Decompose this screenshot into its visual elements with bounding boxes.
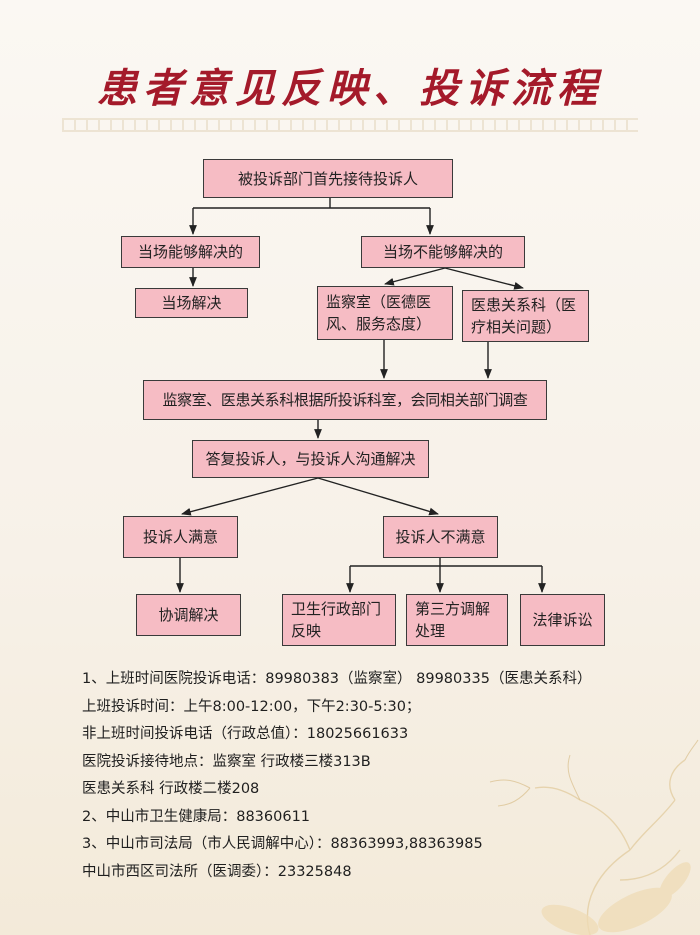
info-line: 1、上班时间医院投诉电话：89980383（监察室） 89980335（医患关系… (82, 671, 592, 687)
node-litigation: 法律诉讼 (520, 594, 605, 646)
node-supervision: 监察室（医德医风、服务态度） (317, 286, 453, 340)
info-line: 中山市西区司法所（医调委）：23325848 (82, 863, 352, 880)
node-can-resolve: 当场能够解决的 (121, 236, 260, 268)
node-resolve-on-spot: 当场解决 (135, 288, 248, 318)
node-first-receive: 被投诉部门首先接待投诉人 (203, 159, 453, 198)
node-investigate: 监察室、医患关系科根据所投诉科室，会同相关部门调查 (143, 380, 547, 420)
page-title: 患者意见反映、投诉流程 (97, 65, 603, 112)
node-third-party: 第三方调解处理 (406, 594, 508, 646)
decorative-border (62, 118, 638, 132)
node-unsatisfied: 投诉人不满意 (383, 516, 498, 558)
flower-decoration (489, 739, 699, 935)
node-coordinate: 协调解决 (136, 594, 241, 636)
info-line: 医患关系科 行政楼二楼208 (82, 781, 260, 797)
node-reply: 答复投诉人，与投诉人沟通解决 (192, 440, 429, 478)
contact-info: 1、上班时间医院投诉电话：89980383（监察室） 89980335（医患关系… (82, 666, 682, 886)
node-patient-relations: 医患关系科（医疗相关问题） (462, 290, 589, 342)
info-line: 2、中山市卫生健康局：88360611 (82, 808, 311, 825)
info-line: 上班投诉时间：上午8:00-12:00，下午2:30-5:30； (82, 698, 421, 715)
info-line: 医院投诉接待地点：监察室 行政楼三楼313B (82, 753, 371, 770)
info-line: 3、中山市司法局（市人民调解中心）：88363993,88363985 (82, 836, 483, 852)
node-satisfied: 投诉人满意 (123, 516, 238, 558)
node-cannot-resolve: 当场不能够解决的 (361, 236, 525, 268)
info-line: 非上班时间投诉电话（行政总值）：18025661633 (82, 726, 409, 742)
node-health-admin: 卫生行政部门反映 (282, 594, 396, 646)
